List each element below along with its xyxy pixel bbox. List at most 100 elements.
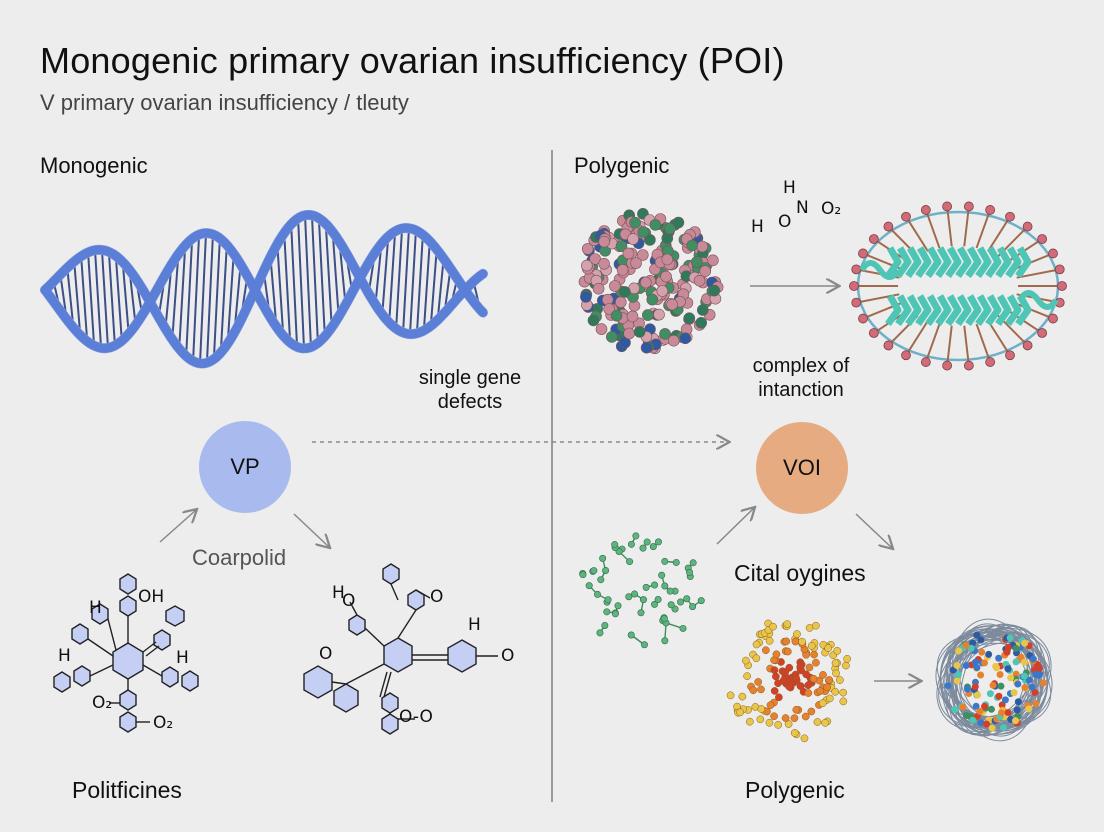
cluster-dot [766, 701, 775, 709]
protein-ribbon [925, 294, 942, 327]
bead [666, 298, 678, 311]
network-node [597, 576, 605, 584]
dna-rung [178, 249, 186, 353]
globule-atom [996, 671, 1004, 679]
protein-ribbon [925, 246, 942, 279]
cluster-dot [772, 650, 781, 659]
bead [667, 334, 680, 347]
dna-rung [213, 236, 221, 357]
globule-atom [1012, 658, 1020, 666]
network-node [683, 595, 691, 603]
network-node [654, 538, 662, 546]
chem-label: H [332, 583, 345, 603]
network-node [643, 538, 651, 546]
protein-ribbon [955, 294, 972, 327]
bead [699, 265, 712, 278]
globule-atom [1029, 655, 1037, 663]
bead [691, 256, 703, 268]
protein-spoke [1012, 301, 1054, 320]
cluster-dot [798, 637, 806, 646]
network-node [689, 603, 697, 611]
network-node [614, 602, 622, 610]
globule-atom [953, 677, 961, 685]
globule-atom [998, 709, 1006, 717]
network-node [660, 615, 668, 623]
bead [598, 257, 610, 270]
globule-atom [1004, 643, 1012, 651]
globule-atom [1031, 689, 1039, 697]
cluster-dot [752, 654, 761, 663]
bead [630, 257, 642, 269]
globule-atom [977, 671, 985, 679]
bead [640, 341, 653, 354]
cluster-dot [843, 654, 851, 663]
politficines-label: Politficines [72, 777, 182, 803]
cluster-dot [824, 644, 833, 653]
cluster-dot [831, 687, 840, 696]
bead [626, 310, 639, 323]
bead [639, 276, 652, 289]
dna-rung [423, 238, 431, 329]
bead [641, 309, 654, 321]
globule-atom [1014, 680, 1022, 688]
network-node [666, 587, 674, 595]
cluster-dot [756, 715, 765, 724]
coarpolid-label: Coarpolid [192, 545, 287, 570]
dna-rung [304, 214, 312, 349]
bead [605, 331, 618, 343]
complex-interaction-label: complex of intanction [731, 354, 871, 402]
single-gene-line2: defects [437, 391, 503, 413]
protein-spoke [946, 206, 953, 247]
protein-spoke-end [901, 350, 911, 361]
globule-atom [995, 654, 1003, 662]
cluster-dot [825, 694, 834, 703]
bead [708, 284, 721, 297]
globule-atom [978, 648, 986, 656]
cluster-dot [726, 691, 735, 700]
network-node [661, 582, 669, 590]
protein-ribbon [859, 260, 901, 280]
bead [629, 216, 641, 229]
arrow-down-from-vp [293, 513, 329, 547]
protein-spoke-end [858, 248, 868, 259]
protein-spoke-end [942, 201, 953, 212]
globule-loop [949, 625, 1039, 735]
single-gene-defects-label: single gene defects [395, 366, 545, 414]
page-subtitle: V primary ovarian insufficiency / tleuty [40, 90, 409, 115]
globule-atom [1010, 689, 1018, 697]
dna-rung [318, 220, 326, 340]
molecule-structure-left [53, 573, 199, 733]
globule-atom [944, 682, 952, 690]
cluster-dot [769, 622, 777, 631]
cluster-dot [790, 714, 799, 723]
network-node [671, 605, 679, 613]
cluster-dot [839, 697, 848, 706]
molecule-middle-labels: H O O H O O O-O [319, 583, 514, 727]
dna-rung [108, 253, 116, 347]
cluster-dot [752, 640, 761, 649]
protein-spoke-end [1005, 211, 1015, 222]
protein-spoke-end [883, 340, 894, 351]
protein-ribbon [975, 294, 992, 327]
cluster-dot [754, 678, 763, 686]
cluster-dot [839, 688, 848, 697]
chem-label: O [342, 591, 355, 611]
globule-atom [974, 691, 982, 699]
center-divider [551, 150, 553, 802]
cluster-dot [833, 646, 842, 655]
bead [696, 304, 709, 316]
network-node [651, 600, 659, 608]
cluster-dot [774, 721, 783, 729]
bead [636, 249, 649, 261]
dna-rung [94, 249, 102, 348]
protein-spoke-end [851, 264, 862, 275]
network-node [661, 557, 669, 565]
complex-line1: complex of [752, 355, 850, 377]
protein-spoke [946, 325, 953, 366]
cluster-dot [821, 719, 829, 727]
dna-rung [409, 229, 417, 335]
network-node [642, 583, 650, 591]
protein-spoke-end [1054, 264, 1065, 275]
protein-spoke-end [858, 313, 868, 324]
globule-atom [1020, 658, 1028, 666]
